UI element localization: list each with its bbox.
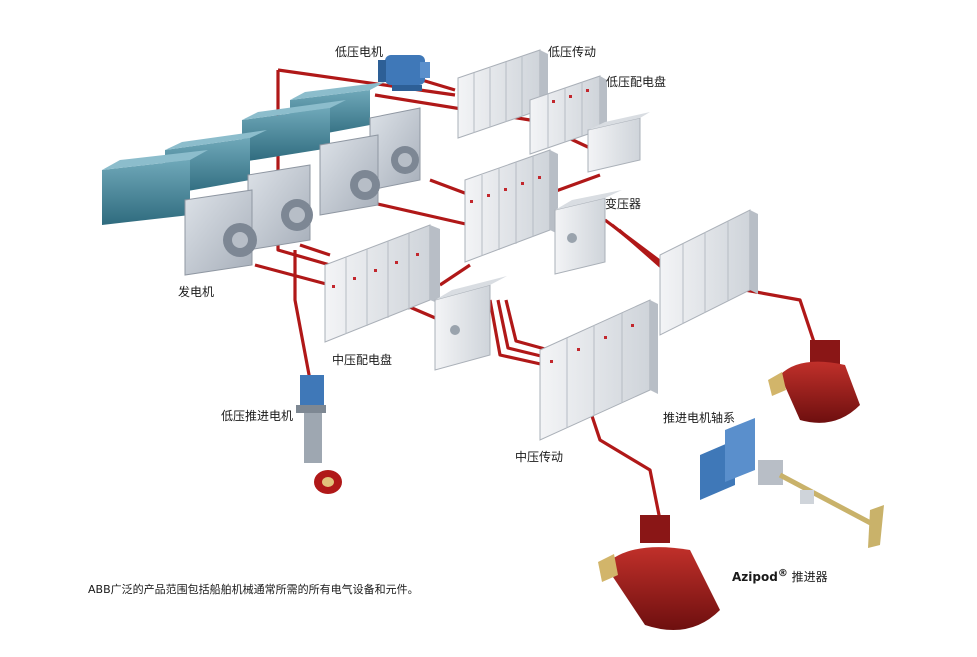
lv-propulsion-motor <box>296 375 342 494</box>
azipod-mark: ® <box>777 568 788 579</box>
cable-gen-mv-2 <box>429 178 471 197</box>
cable-gen-mv-3 <box>299 243 331 257</box>
transformer-lower <box>434 276 507 371</box>
cable-gen-mv-4 <box>254 263 331 287</box>
cable-mv-link <box>439 263 471 287</box>
generator-1 <box>184 189 257 276</box>
label-mv-drive: 中压传动 <box>515 450 564 464</box>
generator-3 <box>319 134 380 216</box>
azipod-right <box>768 340 860 423</box>
mv-cabinet-upper <box>464 149 558 263</box>
diesel-engines <box>102 82 385 225</box>
cable-drive-pod-left <box>588 409 662 521</box>
label-lv-switchboard: 低压配电盘 <box>606 75 667 89</box>
label-generator: 发电机 <box>178 285 215 299</box>
mv-switchboard <box>324 224 440 343</box>
propulsion-shaft-line <box>700 418 884 548</box>
diagram-caption: ABB广泛的产品范围包括船舶机械通常所需的所有电气设备和元件。 <box>88 583 419 596</box>
generator-2 <box>247 164 313 251</box>
engine-1 <box>102 150 208 225</box>
cable-tr2-drive-2 <box>496 299 546 359</box>
azipod-name: Azipod <box>732 570 778 584</box>
auxiliary-cabinet <box>587 112 650 173</box>
label-azipod: Azipod® 推进器 <box>732 568 828 585</box>
azipod-suffix: 推进器 <box>787 570 828 584</box>
cable-tr2-drive-1 <box>488 299 546 367</box>
lv-motor <box>378 55 430 91</box>
cable-lv-prop <box>293 250 312 381</box>
generators <box>184 107 421 276</box>
lv-switchboard <box>529 75 607 155</box>
engine-3 <box>242 100 346 162</box>
label-lv-propulsion-motor: 低压推进电机 <box>221 409 294 423</box>
label-lv-motor: 低压电机 <box>335 45 384 59</box>
mv-drive-lower <box>539 299 658 441</box>
transformer-upper <box>554 190 622 275</box>
mv-drive-right <box>659 209 758 336</box>
label-mv-switchboard: 中压配电盘 <box>332 353 393 367</box>
cable-lv-top <box>277 68 456 97</box>
label-lv-drive: 低压传动 <box>548 45 597 59</box>
azipod-left <box>598 515 720 630</box>
label-transformer: 变压器 <box>605 197 642 211</box>
cable-tr2-drive-3 <box>504 299 546 351</box>
label-propulsion-shaft: 推进电机轴系 <box>663 411 736 425</box>
